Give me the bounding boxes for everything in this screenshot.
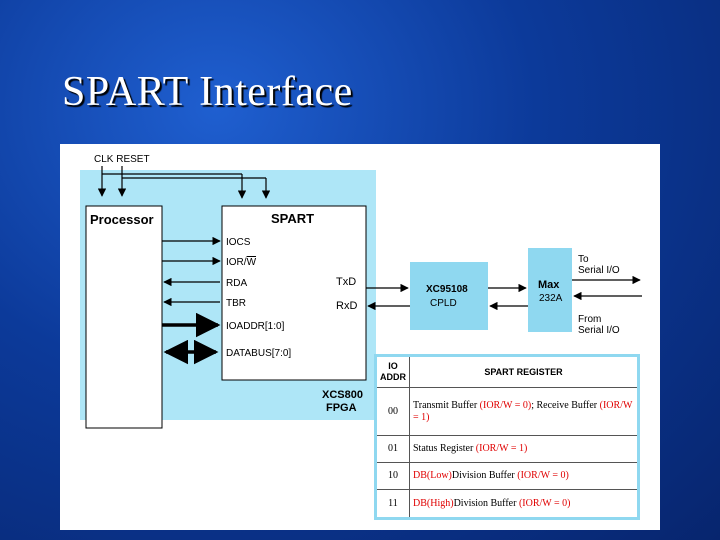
slide-title: SPART Interface — [62, 69, 353, 115]
diagram-canvas: Processor SPART CLK RESET IOCS IOR/W RDA… — [60, 144, 660, 530]
cpld-chip-label: XC95108 — [426, 284, 468, 295]
cpld-block — [410, 262, 488, 330]
table-row: 11 DB(High)Division Buffer (IOR/W = 0) — [375, 489, 639, 519]
port-iorw-label: IOR/W — [226, 257, 257, 268]
fpga-label: FPGA — [326, 402, 357, 414]
addr-cell: 11 — [375, 489, 410, 519]
addr-cell: 10 — [375, 462, 410, 491]
port-ioaddr-label: IOADDR[1:0] — [226, 321, 285, 332]
spart-block — [221, 205, 367, 381]
max-part-label: 232A — [539, 293, 563, 304]
fpga-chip-label: XCS800 — [322, 389, 363, 401]
port-databus-label: DATABUS[7:0] — [226, 348, 291, 359]
from-serial-label-2: Serial I/O — [578, 325, 620, 336]
port-rda-label: RDA — [226, 278, 247, 289]
io-addr-header: IO ADDR — [375, 355, 410, 388]
table-row: 00 Transmit Buffer (IOR/W = 0); Receive … — [375, 386, 639, 437]
register-cell: DB(High)Division Buffer (IOR/W = 0) — [409, 489, 639, 519]
port-tbr-label: TBR — [226, 298, 246, 309]
addr-cell: 00 — [375, 386, 410, 437]
register-cell: Transmit Buffer (IOR/W = 0); Receive Buf… — [409, 386, 639, 437]
from-serial-label-1: From — [578, 314, 601, 325]
table-header-row: IO ADDR SPART REGISTER — [375, 355, 639, 388]
addr-cell: 01 — [375, 435, 410, 464]
to-serial-label-1: To — [578, 254, 589, 265]
register-cell: DB(Low)Division Buffer (IOR/W = 0) — [409, 462, 639, 491]
spart-register-table: IO ADDR SPART REGISTER 00 Transmit Buffe… — [374, 354, 640, 520]
spart-block-diagram: Processor SPART CLK RESET IOCS IOR/W RDA… — [80, 154, 642, 429]
spart-label: SPART — [271, 211, 314, 226]
table-row: 01 Status Register (IOR/W = 1) — [375, 435, 639, 464]
processor-block — [85, 205, 163, 429]
processor-label: Processor — [90, 212, 154, 227]
max232-block — [528, 248, 572, 332]
txd-label: TxD — [336, 276, 356, 288]
cpld-label: CPLD — [430, 298, 457, 309]
rxd-label: RxD — [336, 300, 357, 312]
spart-register-header: SPART REGISTER — [409, 355, 639, 388]
to-serial-label-2: Serial I/O — [578, 265, 620, 276]
max-label: Max — [538, 279, 560, 291]
register-cell: Status Register (IOR/W = 1) — [409, 435, 639, 464]
clk-reset-label: CLK RESET — [94, 154, 150, 165]
table-row: 10 DB(Low)Division Buffer (IOR/W = 0) — [375, 462, 639, 491]
port-iocs-label: IOCS — [226, 237, 251, 248]
